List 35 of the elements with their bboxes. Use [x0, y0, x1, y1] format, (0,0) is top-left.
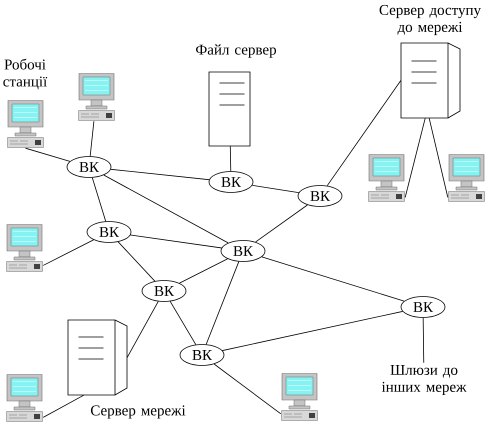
- link-line: [92, 177, 106, 222]
- link-line: [170, 301, 196, 345]
- link-line: [222, 311, 403, 351]
- link-line: [422, 318, 424, 364]
- link-line: [214, 364, 282, 414]
- link-line: [326, 80, 402, 186]
- link-line: [252, 184, 300, 194]
- server-label: Сервер мережі: [90, 405, 186, 419]
- link-line: [118, 242, 156, 282]
- computer-icon: [7, 100, 44, 148]
- link-line: [206, 261, 240, 345]
- computer-icon: [78, 73, 115, 121]
- link-line: [230, 146, 232, 172]
- link-line: [404, 118, 426, 198]
- link-line: [255, 204, 308, 242]
- group-label: Робочі станції: [3, 58, 48, 90]
- server-label: Файл сервер: [196, 44, 276, 58]
- link-line: [261, 256, 405, 302]
- link-line: [130, 234, 222, 248]
- computer-icon: [6, 224, 43, 272]
- link-line: [126, 301, 159, 358]
- link-line: [42, 394, 84, 418]
- computer-icon: [6, 374, 43, 422]
- link-line: [90, 120, 94, 156]
- server-label: Сервер доступу до мережі: [380, 4, 481, 36]
- link-line: [110, 168, 210, 180]
- computer-icon: [368, 154, 405, 202]
- link-line: [428, 118, 448, 198]
- gateway-text: Шлюзи до інших мереж: [382, 364, 467, 395]
- computer-icon: [281, 373, 318, 421]
- link-line: [25, 148, 70, 162]
- link-line: [179, 258, 228, 284]
- computer-icon: [448, 154, 485, 202]
- link-line: [104, 174, 228, 244]
- link-line: [42, 239, 94, 266]
